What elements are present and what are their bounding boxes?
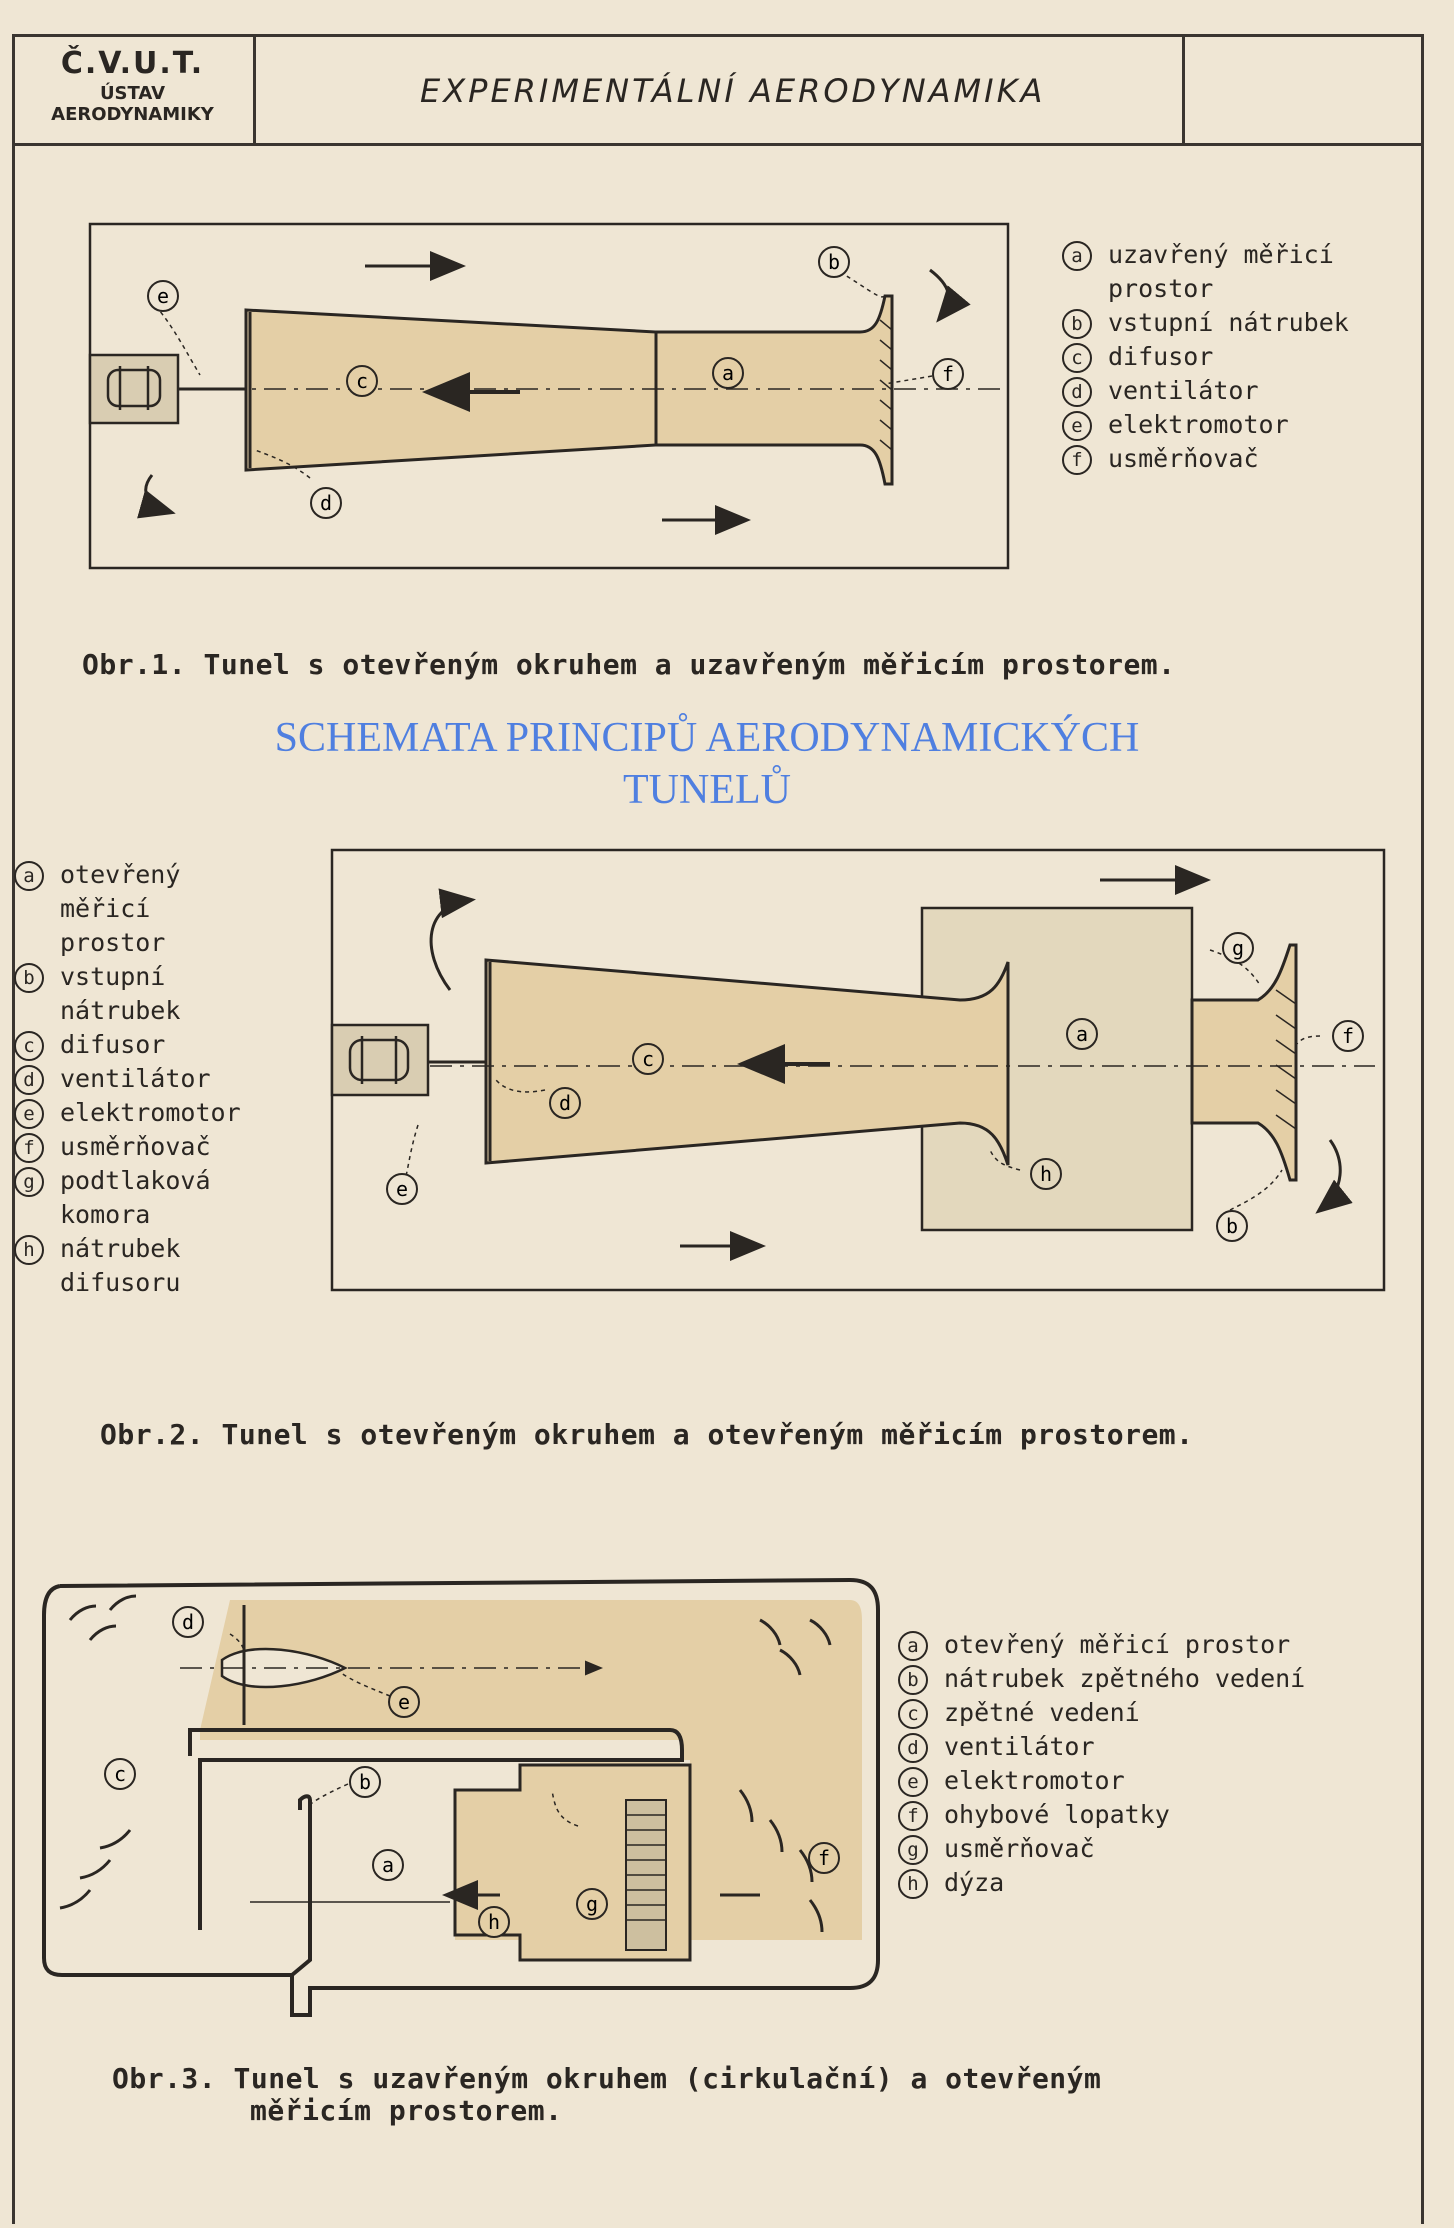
fig3-label-c: c bbox=[104, 1758, 136, 1790]
svg-text:e: e bbox=[398, 1690, 410, 1714]
fig2-label-a: a bbox=[1066, 1018, 1098, 1050]
fig2-inlet bbox=[1190, 943, 1298, 1182]
institution-block: Č.V.U.T. ÚSTAV AERODYNAMIKY bbox=[12, 34, 256, 146]
fig1-motor bbox=[88, 353, 180, 425]
svg-text:c: c bbox=[114, 1762, 126, 1786]
institution-dept: ÚSTAV bbox=[99, 83, 166, 104]
svg-text:e: e bbox=[157, 284, 169, 308]
fig1-label-d: d bbox=[310, 487, 342, 519]
fig2-label-d: d bbox=[549, 1087, 581, 1119]
fig1-label-e: e bbox=[147, 280, 179, 312]
svg-text:c: c bbox=[356, 369, 368, 393]
fig1-legend-item: prostor bbox=[1108, 274, 1214, 303]
fig3-caption-line2: měřicím prostorem. bbox=[250, 2094, 563, 2127]
svg-text:e: e bbox=[396, 1177, 408, 1201]
svg-text:c: c bbox=[642, 1047, 654, 1071]
fig2-caption: Obr.2. Tunel s otevřeným okruhem a otevř… bbox=[100, 1418, 1194, 1451]
fig3-label-g: g bbox=[576, 1888, 608, 1920]
header-divider bbox=[1182, 34, 1185, 146]
fig1-label-c: c bbox=[346, 365, 378, 397]
fig2-label-h: h bbox=[1030, 1158, 1062, 1190]
fig3-label-e: e bbox=[388, 1686, 420, 1718]
fig1-caption: Obr.1. Tunel s otevřeným okruhem a uzavř… bbox=[82, 648, 1176, 681]
svg-text:h: h bbox=[488, 1910, 500, 1934]
fig2-label-f: f bbox=[1332, 1020, 1364, 1052]
fig1-diagram: e b c a f d bbox=[88, 222, 1010, 570]
fig3-caption-line1: Obr.3. Tunel s uzavřeným okruhem (cirkul… bbox=[112, 2062, 1102, 2095]
fig2-label-g: g bbox=[1222, 932, 1254, 964]
svg-text:b: b bbox=[1226, 1214, 1238, 1238]
svg-text:d: d bbox=[559, 1091, 571, 1115]
institution-dept-name: AERODYNAMIKY bbox=[51, 104, 214, 125]
fig2-diagram: c d e a g f h b bbox=[330, 848, 1386, 1292]
overlay-title-line2: TUNELŮ bbox=[623, 767, 791, 813]
institution-name: Č.V.U.T. bbox=[60, 46, 205, 81]
svg-text:d: d bbox=[182, 1610, 194, 1634]
svg-text:a: a bbox=[722, 361, 734, 385]
fig3-label-d: d bbox=[172, 1606, 204, 1638]
svg-text:h: h bbox=[1040, 1162, 1052, 1186]
svg-text:d: d bbox=[320, 491, 332, 515]
fig1-label-a: a bbox=[712, 357, 744, 389]
fig3-label-a: a bbox=[372, 1849, 404, 1881]
svg-text:b: b bbox=[828, 250, 840, 274]
fig2-label-b: b bbox=[1216, 1210, 1248, 1242]
fig1-label-f: f bbox=[932, 358, 964, 390]
svg-text:b: b bbox=[359, 1770, 371, 1794]
fig3-label-b: b bbox=[349, 1766, 381, 1798]
overlay-title: SCHEMATA PRINCIPŮ AERODYNAMICKÝCH TUNELŮ bbox=[0, 712, 1434, 816]
svg-text:f: f bbox=[818, 1846, 830, 1870]
svg-text:a: a bbox=[382, 1853, 394, 1877]
fig1-label-b: b bbox=[818, 246, 850, 278]
overlay-title-line1: SCHEMATA PRINCIPŮ AERODYNAMICKÝCH bbox=[274, 715, 1140, 761]
fig1-test-section bbox=[654, 294, 894, 486]
subject-title: EXPERIMENTÁLNÍ AERODYNAMIKA bbox=[420, 72, 1046, 110]
fig2-label-c: c bbox=[632, 1043, 664, 1075]
header-box bbox=[12, 34, 1424, 146]
fig3-label-f: f bbox=[808, 1842, 840, 1874]
svg-text:g: g bbox=[586, 1892, 598, 1916]
svg-text:f: f bbox=[942, 362, 954, 386]
fig2-label-e: e bbox=[386, 1173, 418, 1205]
svg-text:f: f bbox=[1342, 1024, 1354, 1048]
fig3-label-h: h bbox=[478, 1906, 510, 1938]
svg-text:g: g bbox=[1232, 936, 1244, 960]
fig3-channel-fill bbox=[200, 1600, 862, 1940]
fig3-diagram: d e c b a h g f bbox=[42, 1577, 880, 2017]
svg-text:a: a bbox=[1076, 1022, 1088, 1046]
